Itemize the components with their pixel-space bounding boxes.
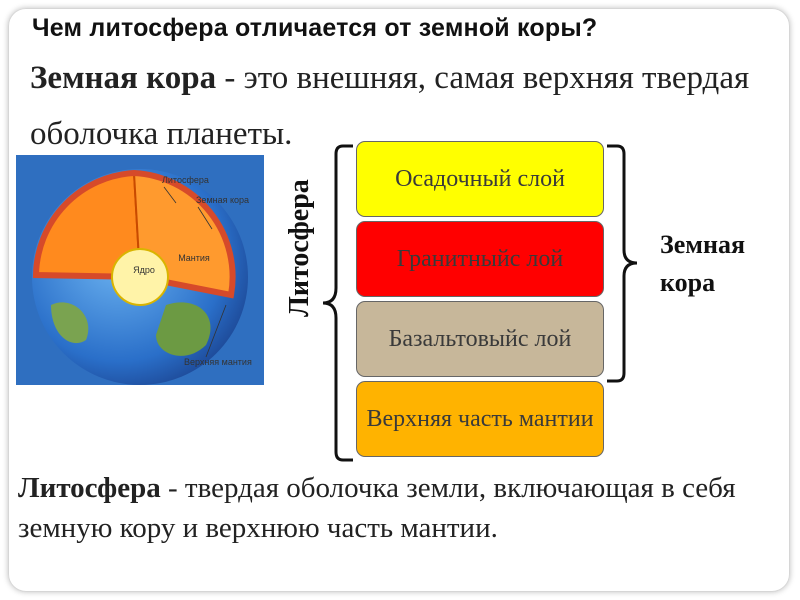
- crust-bracket: [607, 144, 638, 383]
- lithosphere-bracket: [322, 144, 353, 462]
- crust-definition-text: - это внешняя, самая верхняя твердая обо…: [30, 60, 750, 152]
- core-label: Ядро: [133, 265, 155, 275]
- upper-mantle-label-small: Верхняя мантия: [184, 357, 252, 367]
- lithosphere-label-small: Литосфера: [162, 175, 209, 185]
- layer-basalt: Базальтовыйс лой: [356, 301, 604, 377]
- slide-frame: [8, 8, 790, 592]
- crust-label-small: Земная кора: [196, 195, 249, 205]
- continent-3: [51, 302, 89, 344]
- globe-core: [111, 248, 169, 306]
- layer-granite: Гранитныйс лой: [356, 221, 604, 297]
- continent-2: [156, 302, 211, 356]
- lithosphere-vertical-label: Литосфера: [284, 179, 315, 317]
- lithosphere-pointer: [163, 186, 177, 204]
- crust-rim: [32, 169, 236, 299]
- crust-definition-term: Земная кора: [30, 60, 217, 96]
- crust-side-label: Земная кора: [660, 230, 746, 297]
- upper-mantle-pointer: [205, 304, 227, 358]
- lithosphere-definition-term: Литосфера: [18, 472, 161, 504]
- earth-cutaway-image: Ядро Мантия Литосфера Земная кора Верхня…: [16, 155, 264, 385]
- slide-title: Чем литосфера отличается от земной коры?: [32, 14, 598, 42]
- layer-sedimentary: Осадочный слой: [356, 141, 604, 217]
- lithosphere-definition-text: - твердая оболочка земли, включающая в с…: [18, 472, 736, 544]
- layer-upper-mantle: Верхняя часть мантии: [356, 381, 604, 457]
- mantle-label: Мантия: [178, 253, 210, 263]
- crust-pointer: [197, 206, 213, 230]
- lithosphere-definition: Литосфера - твердая оболочка земли, вклю…: [18, 468, 793, 548]
- crust-definition: Земная кора - это внешняя, самая верхняя…: [30, 50, 785, 162]
